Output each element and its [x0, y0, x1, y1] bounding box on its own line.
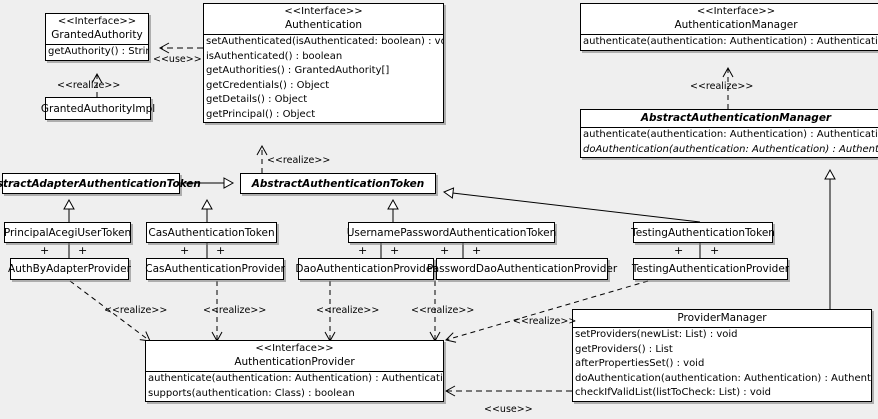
- class-header: AbstractAuthenticationManager: [581, 110, 878, 127]
- operation: getCredentials() : Object: [206, 79, 330, 91]
- class-abstract-authentication-manager[interactable]: AbstractAuthenticationManager authentica…: [580, 109, 878, 158]
- relationship-label-realize-abstractauthenticationtoken: <<realize>>: [267, 155, 331, 166]
- relationship-label-realize-casauthenticationprovider: <<realize>>: [203, 305, 267, 316]
- class-authentication[interactable]: <<Interface>> Authentication setAuthenti…: [203, 3, 444, 123]
- relationship-label-realize-passworddaoauthenticationprovider: <<realize>>: [411, 305, 475, 316]
- multiplicity-marker: +: [78, 244, 88, 257]
- operation: authenticate(authentication: Authenticat…: [148, 373, 443, 384]
- class-cas-authentication-provider[interactable]: CasAuthenticationProvider: [145, 258, 285, 280]
- multiplicity-marker: +: [40, 244, 50, 257]
- operations-compartment: authenticate(authentication: Authenticat…: [146, 371, 443, 401]
- operation: doAuthentication(authentication: Authent…: [575, 372, 871, 384]
- class-name: DaoAuthenticationProvider: [295, 263, 437, 275]
- operation: authenticate(authentication: Authenticat…: [583, 129, 878, 140]
- class-name: AbstractAuthenticationManager: [640, 112, 832, 124]
- multiplicity-marker: +: [710, 244, 720, 257]
- operation: getDetails() : Object: [206, 94, 308, 105]
- class-name: TestingAuthenticationToken: [631, 226, 775, 239]
- class-header: <<Interface>> AuthenticationManager: [581, 4, 878, 34]
- class-auth-by-adapter-provider[interactable]: AuthByAdapterProvider: [8, 258, 131, 280]
- class-name: AbstractAuthenticationToken: [251, 177, 425, 190]
- class-name: AbstractAdapterAuthenticationToken: [0, 177, 201, 190]
- class-name: CasAuthenticationProvider: [145, 263, 285, 275]
- class-testing-authentication-token[interactable]: TestingAuthenticationToken: [631, 222, 775, 243]
- relationship-label-use-providermanager-authenticationprovider: <<use>>: [484, 404, 533, 415]
- class-dao-authentication-provider[interactable]: DaoAuthenticationProvider: [295, 258, 437, 280]
- class-authentication-provider[interactable]: <<Interface>> AuthenticationProvider aut…: [145, 340, 444, 402]
- multiplicity-marker: +: [180, 244, 190, 257]
- stereotype-label: <<Interface>>: [284, 6, 363, 17]
- operation: doAuthentication(authentication: Authent…: [583, 143, 878, 155]
- class-authentication-manager[interactable]: <<Interface>> AuthenticationManager auth…: [580, 3, 878, 51]
- class-name: UsernamePasswordAuthenticationToken: [346, 226, 557, 239]
- stereotype-label: <<Interface>>: [255, 343, 334, 354]
- operation: getPrincipal() : Object: [206, 108, 316, 120]
- operation: isAuthenticated() : boolean: [206, 50, 343, 62]
- operation: getAuthorities() : GrantedAuthority[]: [206, 65, 390, 76]
- class-name: GrantedAuthorityImpl: [40, 102, 156, 115]
- class-name: GrantedAuthority: [51, 29, 143, 41]
- class-provider-manager[interactable]: ProviderManager setProviders(newList: Li…: [572, 309, 872, 402]
- class-abstract-adapter-authentication-token[interactable]: AbstractAdapterAuthenticationToken: [0, 173, 201, 194]
- class-abstract-authentication-token[interactable]: AbstractAuthenticationToken: [240, 173, 436, 194]
- class-principal-acegi-user-token[interactable]: PrincipalAcegiUserToken: [4, 222, 131, 243]
- class-name: CasAuthenticationToken: [148, 226, 275, 239]
- class-password-dao-authentication-provider[interactable]: PasswordDaoAuthenticationProvider: [427, 258, 617, 280]
- class-name: AuthByAdapterProvider: [8, 263, 131, 275]
- class-testing-authentication-provider[interactable]: TestingAuthenticationProvider: [632, 258, 789, 280]
- multiplicity-marker: +: [472, 244, 482, 257]
- class-header: <<Interface>> AuthenticationProvider: [146, 341, 443, 371]
- relationship-label-realize-daoauthenticationprovider: <<realize>>: [316, 305, 380, 316]
- class-name: AuthenticationManager: [674, 19, 798, 31]
- operations-compartment: getAuthority() : String: [46, 44, 148, 60]
- operation: checkIfValidList(listToCheck: List) : vo…: [575, 387, 772, 398]
- class-name: PasswordDaoAuthenticationProvider: [426, 263, 618, 275]
- operation: authenticate(authentication: Authenticat…: [583, 36, 878, 47]
- multiplicity-marker: +: [216, 244, 226, 257]
- relationship-label-realize-authbyadapterprovider: <<realize>>: [104, 305, 168, 316]
- operations-compartment: setAuthenticated(isAuthenticated: boolea…: [204, 34, 443, 122]
- stereotype-label: <<Interface>>: [57, 16, 137, 27]
- relationship-label-use-authentication-grantedauthority: <<use>>: [153, 54, 202, 65]
- operation: getProviders() : List: [575, 343, 673, 355]
- multiplicity-marker: +: [390, 244, 400, 257]
- class-username-password-authentication-token[interactable]: UsernamePasswordAuthenticationToken: [347, 222, 556, 243]
- multiplicity-marker: +: [358, 244, 368, 257]
- class-name: Authentication: [284, 19, 363, 31]
- operation: afterPropertiesSet() : void: [575, 358, 705, 369]
- class-header: <<Interface>> GrantedAuthority: [46, 14, 148, 44]
- class-cas-authentication-token[interactable]: CasAuthenticationToken: [146, 222, 277, 243]
- class-header: ProviderManager: [573, 310, 871, 327]
- operations-compartment: setProviders(newList: List) : void getPr…: [573, 327, 871, 401]
- multiplicity-marker: +: [674, 244, 684, 257]
- operation: getAuthority() : String: [48, 46, 148, 57]
- multiplicity-marker: +: [440, 244, 450, 257]
- class-name: PrincipalAcegiUserToken: [3, 226, 132, 239]
- class-granted-authority[interactable]: <<Interface>> GrantedAuthority getAuthor…: [45, 13, 149, 61]
- class-name: TestingAuthenticationProvider: [631, 263, 790, 275]
- relationship-label-realize-testingauthenticationprovider: <<realize>>: [513, 316, 577, 327]
- class-granted-authority-impl[interactable]: GrantedAuthorityImpl: [41, 97, 155, 120]
- stereotype-label: <<Interface>>: [696, 6, 776, 17]
- relationship-label-realize-grantedauthorityimpl: <<realize>>: [57, 80, 121, 91]
- class-name: AuthenticationProvider: [234, 356, 355, 368]
- operations-compartment: authenticate(authentication: Authenticat…: [581, 34, 878, 50]
- operation: setAuthenticated(isAuthenticated: boolea…: [206, 36, 443, 47]
- operation: setProviders(newList: List) : void: [575, 329, 738, 340]
- class-name: ProviderManager: [677, 312, 767, 324]
- operations-compartment: authenticate(authentication: Authenticat…: [581, 127, 878, 157]
- class-header: <<Interface>> Authentication: [204, 4, 443, 34]
- relationship-label-realize-abstractauthenticationmanager: <<realize>>: [690, 81, 754, 92]
- operation: supports(authentication: Class) : boolea…: [148, 387, 355, 399]
